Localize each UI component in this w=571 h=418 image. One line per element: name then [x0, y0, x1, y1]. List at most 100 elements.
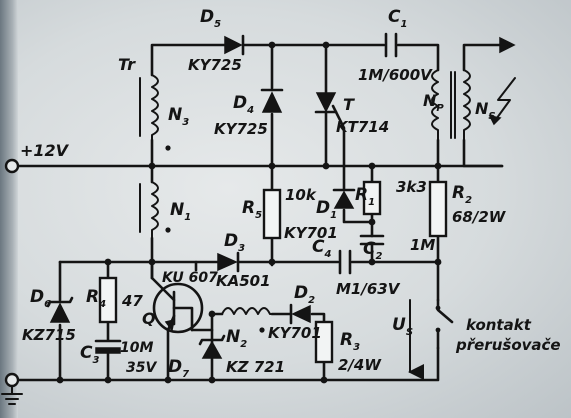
n1-ref: N — [170, 200, 184, 220]
c2-value: 1M — [410, 236, 435, 254]
svg-text:C4: C4 — [312, 237, 331, 260]
q-value: KU 607 — [162, 270, 218, 286]
c4-sub: 4 — [323, 249, 331, 260]
n2-ref: N — [226, 327, 240, 347]
svg-text:C2: C2 — [363, 239, 382, 262]
svg-text:D3: D3 — [224, 231, 245, 254]
supply-label: +12V — [20, 141, 70, 160]
r3-value: 2/4W — [338, 356, 382, 374]
svg-text:C1: C1 — [388, 7, 407, 30]
svg-text:R3: R3 — [340, 330, 360, 353]
d3-sub: 3 — [238, 243, 245, 254]
d7-ref: D — [168, 357, 182, 377]
svg-text:NP: NP — [423, 91, 444, 114]
d3-value: KA501 — [216, 272, 271, 290]
svg-text:NS: NS — [475, 99, 496, 122]
resistor-r5-symbol — [262, 188, 282, 240]
r1-sub: 1 — [368, 197, 375, 208]
resistor-r4-symbol — [98, 276, 118, 324]
terminals — [1, 158, 23, 405]
d1-sub: 1 — [330, 210, 337, 221]
d6-ref: D — [30, 287, 44, 307]
n1-sub: 1 — [184, 212, 191, 223]
c1-value: 1M/600V — [358, 66, 433, 84]
d1-value: KY701 — [284, 224, 338, 242]
svg-text:D7: D7 — [168, 357, 189, 380]
diode-d3-symbol — [217, 251, 240, 273]
page-edge — [0, 0, 18, 418]
us-ref: U — [392, 315, 406, 335]
resistor-r2-symbol — [428, 180, 448, 238]
r5-value: 10k — [285, 186, 317, 204]
c3-sub: 3 — [92, 355, 99, 366]
c1-ref: C — [388, 7, 401, 27]
svg-text:R2: R2 — [452, 183, 472, 206]
d3-ref: D — [224, 231, 238, 251]
r4-sub: 4 — [98, 299, 106, 310]
r3-ref: R — [340, 330, 353, 350]
thyristor-t-symbol — [314, 92, 338, 114]
d1-ref: D — [316, 198, 330, 218]
r5-sub: 5 — [255, 210, 262, 221]
d4-value: KY725 — [214, 120, 268, 138]
svg-text:D4: D4 — [233, 93, 254, 116]
ns-sub: S — [488, 111, 495, 122]
r4-value: 47 — [121, 292, 143, 310]
resistor-r3-symbol — [314, 320, 334, 364]
contact-label-line2: přerušovače — [455, 336, 561, 354]
zener-d6-symbol — [46, 296, 74, 323]
svg-text:R1: R1 — [355, 185, 375, 208]
np-sub: P — [436, 103, 444, 114]
ignition-coil-windings — [431, 36, 516, 141]
svg-text:D1: D1 — [316, 198, 337, 221]
d7-sub: 7 — [182, 369, 189, 380]
svg-text:N1: N1 — [170, 200, 191, 223]
c3-value2: 35V — [126, 360, 157, 376]
r1-value: 3k3 — [396, 178, 427, 196]
d2-ref: D — [294, 283, 308, 303]
d2-sub: 2 — [308, 295, 315, 306]
diode-d4-symbol — [260, 88, 284, 113]
n3-sub: 3 — [182, 117, 189, 128]
resistor-r1-symbol — [362, 180, 382, 216]
svg-text:C3: C3 — [80, 343, 99, 366]
svg-text:D5: D5 — [200, 7, 221, 30]
diode-d2-symbol — [289, 303, 311, 325]
r2-value: 68/2W — [452, 208, 507, 226]
d5-value: KY725 — [188, 56, 242, 74]
c3-ref: C — [80, 343, 93, 363]
junctions — [56, 41, 442, 384]
c1-sub: 1 — [400, 19, 407, 30]
np-ref: N — [423, 91, 437, 110]
d6-sub: 6 — [44, 299, 51, 310]
capacitor-c1-symbol — [384, 32, 398, 58]
capacitor-c2-symbol — [359, 234, 385, 246]
d4-ref: D — [233, 93, 247, 113]
r3-sub: 3 — [353, 342, 360, 353]
svg-text:R4: R4 — [86, 287, 106, 310]
transformer-tr-windings — [139, 74, 159, 239]
svg-text:D6: D6 — [30, 287, 51, 310]
contact-label-line1: kontakt — [466, 316, 532, 334]
c4-value: M1/63V — [336, 280, 401, 298]
svg-text:N2: N2 — [226, 327, 247, 350]
n2-sub: 2 — [240, 339, 247, 350]
r4-ref: R — [86, 287, 99, 307]
labels: +12V D5 KY725 C1 1M/600V Tr N3 N1 D4 KY7… — [20, 7, 561, 380]
svg-text:R5: R5 — [242, 198, 262, 221]
svg-text:D2: D2 — [294, 283, 315, 306]
r1-ref: R — [355, 185, 368, 205]
diode-d1-symbol — [332, 188, 356, 209]
d4-sub: 4 — [246, 105, 254, 116]
winding-n2-symbol — [221, 307, 273, 315]
c4-ref: C — [312, 237, 325, 257]
ns-ref: N — [475, 99, 489, 118]
zener-d7-symbol — [198, 334, 226, 359]
t-value: KT714 — [336, 118, 389, 136]
svg-text:N3: N3 — [168, 105, 189, 128]
d6-value: KZ715 — [22, 326, 76, 344]
q-ref: Q — [142, 309, 156, 328]
d5-sub: 5 — [214, 19, 221, 30]
capacitor-c3-symbol — [94, 339, 122, 354]
